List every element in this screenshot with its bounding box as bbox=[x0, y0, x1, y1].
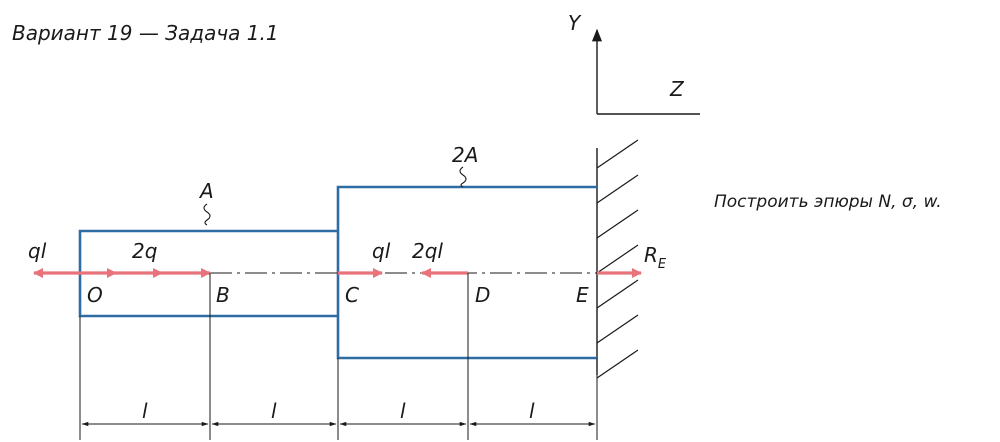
reaction-label: RE bbox=[644, 243, 667, 272]
task-statement: Построить эпюры N, σ, w. bbox=[714, 192, 942, 212]
force-ql-at-c-label: ql bbox=[372, 239, 391, 263]
distributed-load-label: 2q bbox=[132, 239, 157, 263]
dimension-lines: l l l l bbox=[81, 399, 596, 427]
dimension-label: l bbox=[271, 399, 277, 423]
area-labels: A 2A bbox=[198, 143, 478, 226]
fixed-support-wall bbox=[596, 139, 639, 379]
extension-lines bbox=[79, 273, 598, 440]
force-ql-left-label: ql bbox=[28, 239, 47, 263]
point-label-e: E bbox=[576, 283, 589, 307]
z-axis-label: Z bbox=[669, 77, 685, 101]
force-2ql-at-d-label: 2ql bbox=[412, 239, 443, 263]
area-label-large: 2A bbox=[452, 143, 478, 167]
point-label-b: B bbox=[216, 283, 230, 307]
area-label-small: A bbox=[198, 179, 214, 203]
dimension-label: l bbox=[529, 399, 535, 423]
variant-title: Вариант 19 — Задача 1.1 bbox=[12, 21, 279, 45]
coordinate-axes: Y Z bbox=[568, 11, 700, 115]
reaction-main: R bbox=[644, 243, 658, 267]
loads: ql 2q ql 2ql RE bbox=[28, 239, 667, 279]
point-label-c: C bbox=[345, 283, 359, 307]
point-labels: O B C D E bbox=[87, 283, 589, 307]
y-axis-label: Y bbox=[568, 11, 582, 35]
point-label-o: O bbox=[87, 283, 103, 307]
reaction-subscript: E bbox=[658, 257, 667, 272]
point-label-d: D bbox=[475, 283, 490, 307]
dimension-label: l bbox=[400, 399, 406, 423]
dimension-label: l bbox=[142, 399, 148, 423]
